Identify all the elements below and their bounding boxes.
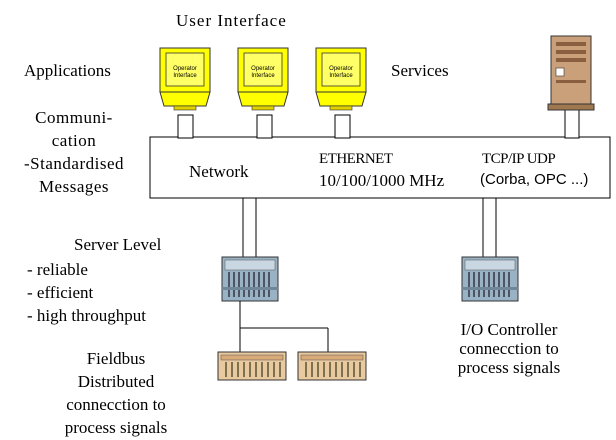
io-controller-rack	[461, 256, 519, 302]
user-interface-title: User Interface	[176, 11, 287, 30]
fieldbus-wiring	[239, 301, 329, 352]
applications-label: Applications	[24, 61, 111, 80]
network-label: Network	[189, 162, 249, 181]
server-connector	[564, 109, 580, 139]
fieldbus-rack-1	[217, 351, 287, 381]
communication-label: Communi- cation -Standardised Messages	[24, 108, 124, 196]
protocols-label: TCP/IP UDP	[482, 151, 556, 167]
terminal-2-connector	[256, 114, 273, 139]
server-level-label: Server Level	[74, 235, 162, 254]
fieldbus-label: Fieldbus Distributed connecction to proc…	[64, 349, 168, 437]
io-controller-connector	[482, 197, 497, 259]
terminal-3-connector	[334, 114, 351, 139]
server-level-connector	[242, 197, 257, 259]
ethernet-label: ETHERNET	[319, 151, 393, 167]
network-box	[149, 136, 611, 199]
services-label: Services	[391, 61, 449, 80]
bullet-high-throughput: - high throughput	[27, 306, 146, 325]
bullet-reliable: - reliable	[27, 260, 88, 279]
middleware-label: (Corba, OPC ...)	[480, 171, 589, 188]
server-level-rack	[221, 256, 279, 302]
ethernet-speed: 10/100/1000 MHz	[319, 171, 445, 190]
server-tower	[547, 35, 595, 111]
fieldbus-rack-2	[297, 351, 367, 381]
server-level-bullets: - reliable - efficient - high throughput	[27, 258, 146, 327]
bullet-efficient: - efficient	[27, 283, 94, 302]
terminal-1-connector	[177, 114, 194, 139]
io-controller-label: I/O Controller connecction to process si…	[457, 320, 561, 377]
